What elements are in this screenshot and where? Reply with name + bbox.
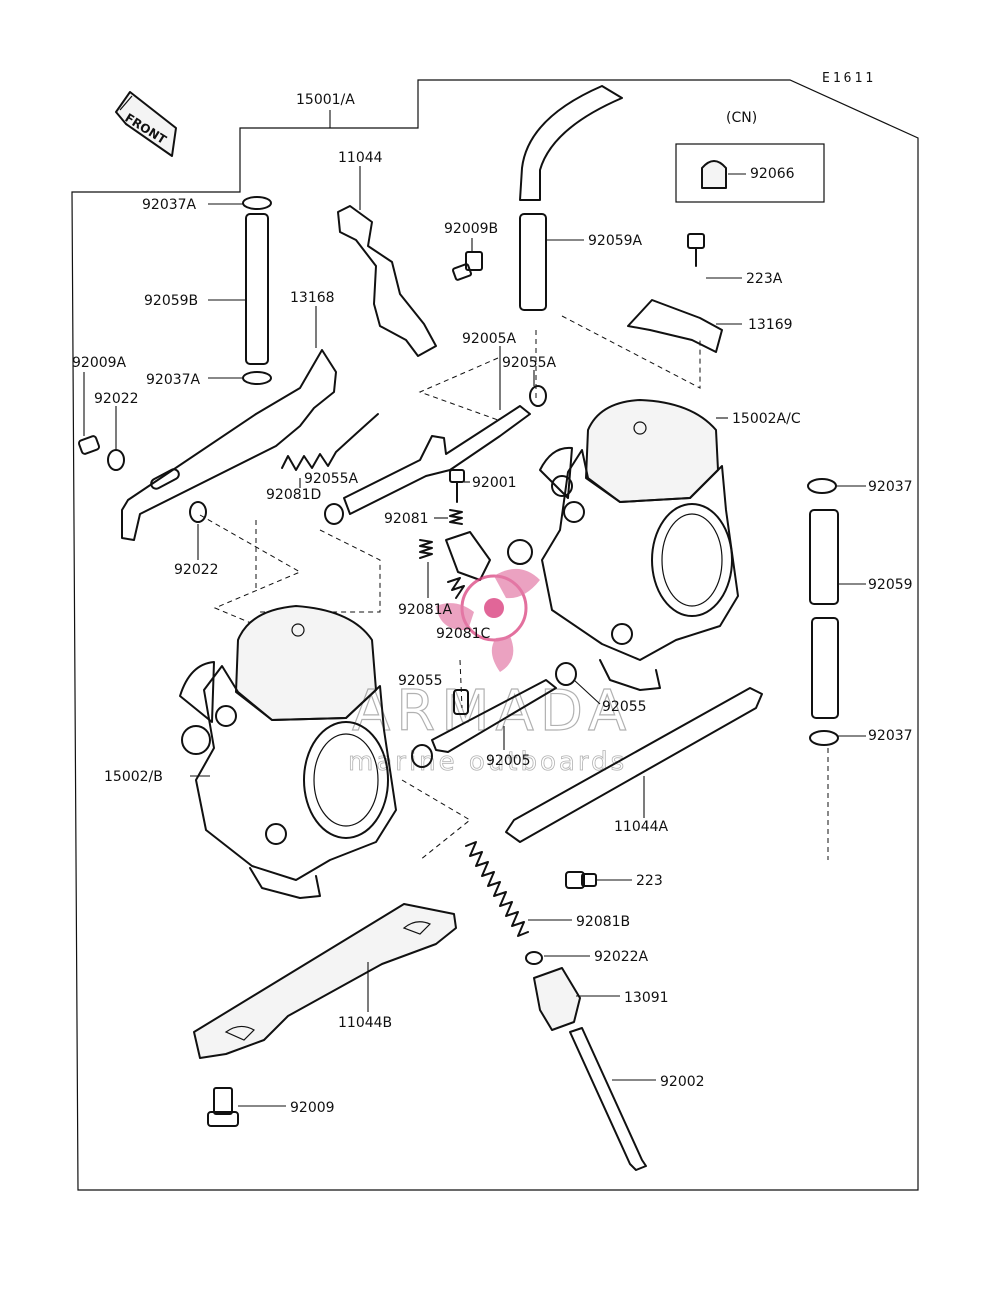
- spring-92081: [449, 509, 463, 525]
- label-92081d: 92081D: [266, 487, 321, 503]
- fuel-tee-92005a: [343, 405, 531, 515]
- label-11044a: 11044A: [614, 819, 669, 835]
- label-92037-bot: 92037: [868, 728, 913, 744]
- label-92081a: 92081A: [398, 602, 453, 618]
- block-13091: [533, 967, 581, 1031]
- label-92059a: 92059A: [588, 233, 643, 249]
- washer-92022-top: [107, 449, 125, 471]
- front-arrow-icon: FRONT: [115, 91, 177, 157]
- label-92059b: 92059B: [144, 293, 198, 309]
- clamp-92037-top: [807, 478, 837, 494]
- diagram-code: E1611: [822, 71, 876, 86]
- label-92055a-mid: 92055A: [304, 471, 359, 487]
- bolt-92009: [207, 1087, 239, 1127]
- label-92009b: 92009B: [444, 221, 498, 237]
- label-92066: 92066: [750, 166, 795, 182]
- watermark-tagline: marine outboards: [348, 747, 627, 777]
- oring-92055-left: [411, 744, 433, 768]
- watermark-logo: [436, 568, 540, 672]
- label-92005: 92005: [486, 753, 531, 769]
- spring-92081a: [419, 539, 433, 559]
- bolt-223: [565, 871, 597, 889]
- label-92081b: 92081B: [576, 914, 630, 930]
- oring-92055a-top: [529, 385, 547, 407]
- spring-92081d: [281, 413, 379, 471]
- spring-92081c: [447, 577, 465, 599]
- cap-icon: [701, 160, 727, 189]
- label-92081: 92081: [384, 511, 429, 527]
- label-92059: 92059: [868, 577, 913, 593]
- label-92009a: 92009A: [72, 355, 127, 371]
- watermark-brand: ARMADA: [352, 679, 632, 744]
- clamp-92037a-bot: [242, 371, 272, 385]
- oring-92055a-mid: [324, 503, 344, 525]
- label-13168: 13168: [290, 290, 335, 306]
- lever-plate: [445, 531, 491, 581]
- bracket-13169: [627, 299, 723, 353]
- washer-92022a: [525, 951, 543, 965]
- label-92037-top: 92037: [868, 479, 913, 495]
- variant-label: (CN): [726, 110, 757, 126]
- hose-92059-lower: [811, 617, 839, 719]
- label-92022-top: 92022: [94, 391, 139, 407]
- label-92055-right: 92055: [602, 699, 647, 715]
- plate-11044b: [193, 903, 457, 1059]
- bolt-92002: [569, 1027, 647, 1171]
- label-92022a: 92022A: [594, 949, 649, 965]
- clamp-92037-bot: [809, 730, 839, 746]
- label-92022-mid: 92022: [174, 562, 219, 578]
- bolt-92009a: [77, 435, 101, 455]
- label-92055a-top: 92055A: [502, 355, 557, 371]
- hose-92059b: [245, 213, 269, 365]
- label-92005a: 92005A: [462, 331, 517, 347]
- label-11044: 11044: [338, 150, 383, 166]
- label-13091: 13091: [624, 990, 669, 1006]
- bolt-92009b: [451, 251, 483, 281]
- label-15002ac: 15002A/C: [732, 411, 801, 427]
- label-223: 223: [636, 873, 663, 889]
- screw-92001: [449, 469, 465, 503]
- oring-92055-right: [555, 662, 577, 686]
- label-13169: 13169: [748, 317, 793, 333]
- clamp-92037a-top: [242, 196, 272, 210]
- label-92081c: 92081C: [436, 626, 491, 642]
- assembly-outline: [71, 79, 919, 1191]
- carburetor-left: [179, 605, 397, 899]
- carburetor-right: [539, 399, 739, 691]
- washer-92022-mid: [189, 501, 207, 523]
- bent-hose: [519, 85, 623, 201]
- label-92037a-bot: 92037A: [146, 372, 201, 388]
- variant-box: [675, 143, 825, 203]
- label-223a: 223A: [746, 271, 783, 287]
- label-11044b: 11044B: [338, 1015, 392, 1031]
- bracket-11044: [337, 205, 437, 357]
- label-92001: 92001: [472, 475, 517, 491]
- label-92037a-top: 92037A: [142, 197, 197, 213]
- bar-11044a: [505, 687, 763, 843]
- label-15001a: 15001/A: [296, 92, 355, 108]
- label-92009: 92009: [290, 1100, 335, 1116]
- link-plate-13168: [121, 349, 337, 541]
- label-92002: 92002: [660, 1074, 705, 1090]
- fuel-tube-92005: [431, 679, 557, 753]
- bolt-223a: [687, 233, 705, 267]
- spring-92081b: [465, 841, 529, 937]
- hose-92059a: [519, 213, 547, 311]
- label-15002b: 15002/B: [104, 769, 163, 785]
- hose-92059-upper: [809, 509, 839, 605]
- label-92055-left: 92055: [398, 673, 443, 689]
